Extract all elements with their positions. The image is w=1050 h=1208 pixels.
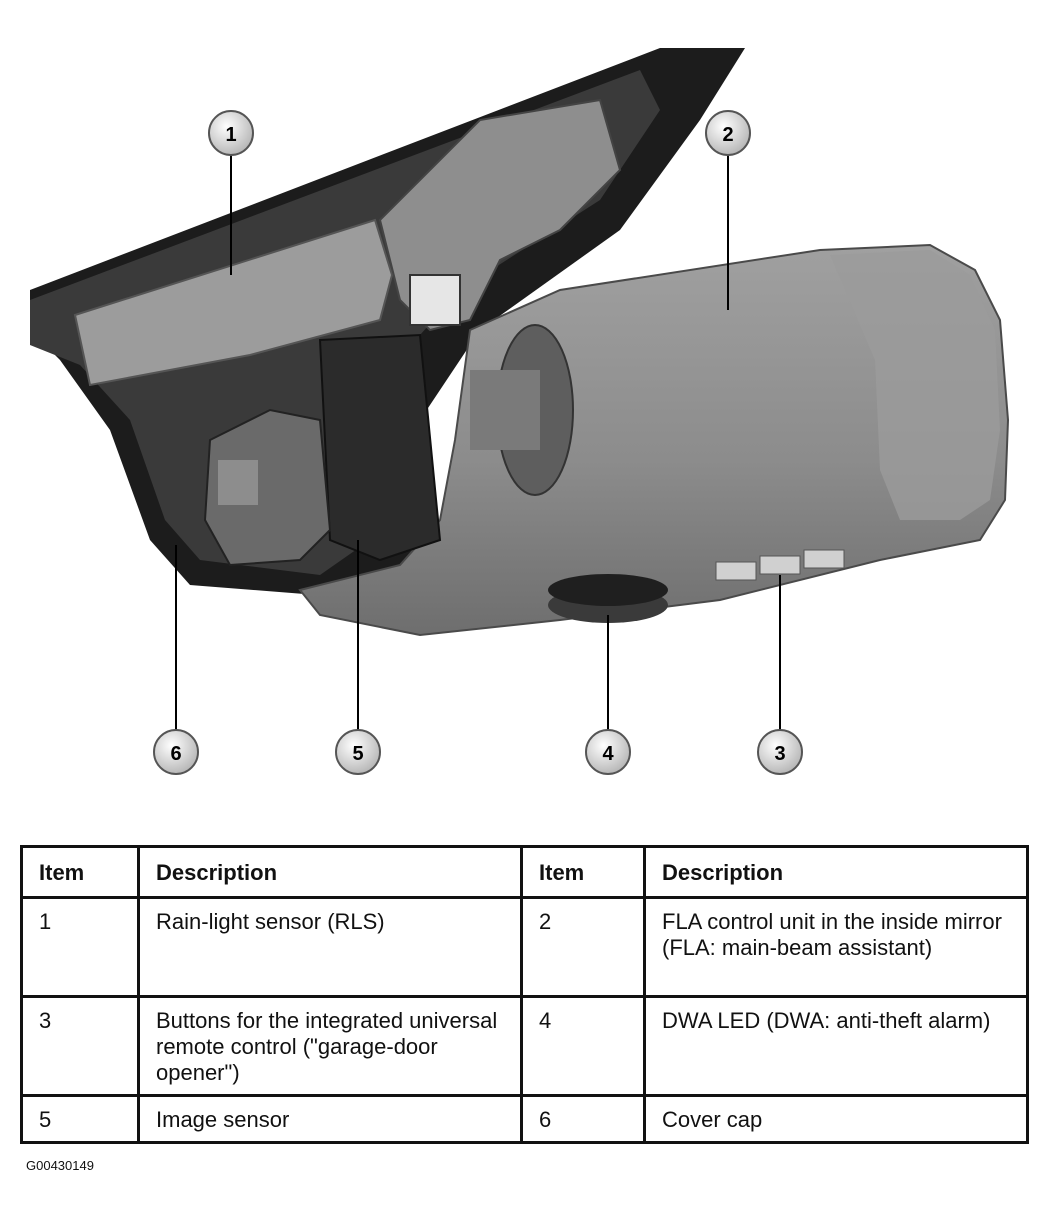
rain-light-sensor <box>73 218 394 387</box>
remote-buttons <box>715 549 845 581</box>
bracket-clip <box>409 274 461 326</box>
header-item: Item <box>20 845 140 899</box>
item-description: Rain-light sensor (RLS) <box>137 896 523 998</box>
svg-text:1: 1 <box>225 124 236 146</box>
svg-text:5: 5 <box>352 743 363 765</box>
svg-text:6: 6 <box>170 743 181 765</box>
item-description: Cover cap <box>643 1093 1029 1144</box>
svg-text:4: 4 <box>602 743 614 765</box>
item-description: Image sensor <box>137 1093 523 1144</box>
mirror-face-highlight <box>830 250 1000 520</box>
item-description: DWA LED (DWA: anti-theft alarm) <box>643 995 1029 1097</box>
table-row: 5 Image sensor 6 Cover cap <box>20 1093 1029 1144</box>
item-description: FLA control unit in the inside mirror (F… <box>643 896 1029 998</box>
callout-2: 2 <box>705 110 751 156</box>
table-row: 1 Rain-light sensor (RLS) 2 FLA control … <box>20 896 1029 998</box>
callout-4: 4 <box>585 729 631 775</box>
mirror-diagram: 1 2 3 4 5 6 <box>30 48 1010 775</box>
item-description: Buttons for the integrated universal rem… <box>137 995 523 1097</box>
cover-cap-block <box>203 408 332 567</box>
cover-cap-detail <box>218 460 258 505</box>
header-description: Description <box>643 845 1029 899</box>
image-sensor <box>318 333 442 562</box>
item-number: 1 <box>20 896 140 998</box>
item-number: 2 <box>520 896 646 998</box>
callout-1: 1 <box>208 110 254 156</box>
mirror-stem <box>470 370 540 450</box>
item-number: 4 <box>520 995 646 1097</box>
parts-table: Item Description Item Description 1 Rain… <box>20 845 1029 1144</box>
dwa-led <box>548 574 668 606</box>
item-number: 5 <box>20 1093 140 1144</box>
header-description: Description <box>137 845 523 899</box>
figure-reference: G00430149 <box>26 1158 94 1173</box>
mirror-housing <box>298 243 1010 637</box>
header-item: Item <box>520 845 646 899</box>
callout-3: 3 <box>757 729 803 775</box>
table-row: 3 Buttons for the integrated universal r… <box>20 995 1029 1097</box>
leader-lines <box>175 155 781 730</box>
item-number: 3 <box>20 995 140 1097</box>
callout-5: 5 <box>335 729 381 775</box>
callout-6: 6 <box>153 729 199 775</box>
item-number: 6 <box>520 1093 646 1144</box>
svg-text:2: 2 <box>722 124 733 146</box>
svg-text:3: 3 <box>774 743 785 765</box>
table-header-row: Item Description Item Description <box>20 845 1029 899</box>
